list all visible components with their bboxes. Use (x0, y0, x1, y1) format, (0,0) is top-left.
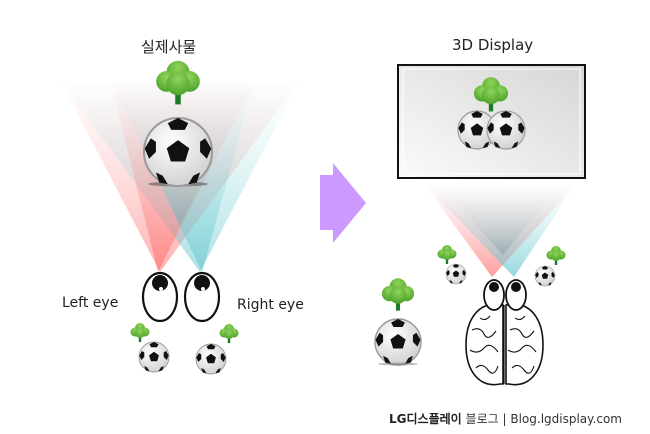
3d-display-title: 3D Display (452, 36, 534, 54)
footer-url: Blog.lgdisplay.com (510, 412, 622, 426)
footer-blog: 블로그 (465, 412, 499, 426)
arrow-right-icon (320, 163, 366, 243)
right-eye-view-icon (195, 324, 239, 375)
right-view-floater-icon (534, 246, 566, 287)
real-object-title: 실제사물 (141, 38, 197, 56)
brain-icon (465, 279, 544, 386)
right-eye-label: Right eye (237, 297, 304, 313)
right-eye-icon (183, 271, 221, 323)
left-view-floater-icon (437, 245, 467, 285)
left-eye-label: Left eye (62, 295, 119, 311)
footer-credit: LG디스플레이 블로그 | Blog.lgdisplay.com (389, 410, 622, 427)
perceived-object-icon (373, 278, 423, 367)
display-beams (425, 185, 575, 277)
footer-brand: LG디스플레이 (389, 412, 462, 426)
3d-display-screen (397, 64, 586, 179)
real-object-soccer-ball-with-tree (142, 60, 214, 188)
left-eye-view-icon (130, 323, 170, 373)
footer-separator: | (502, 412, 507, 426)
left-eye-icon (141, 271, 179, 323)
